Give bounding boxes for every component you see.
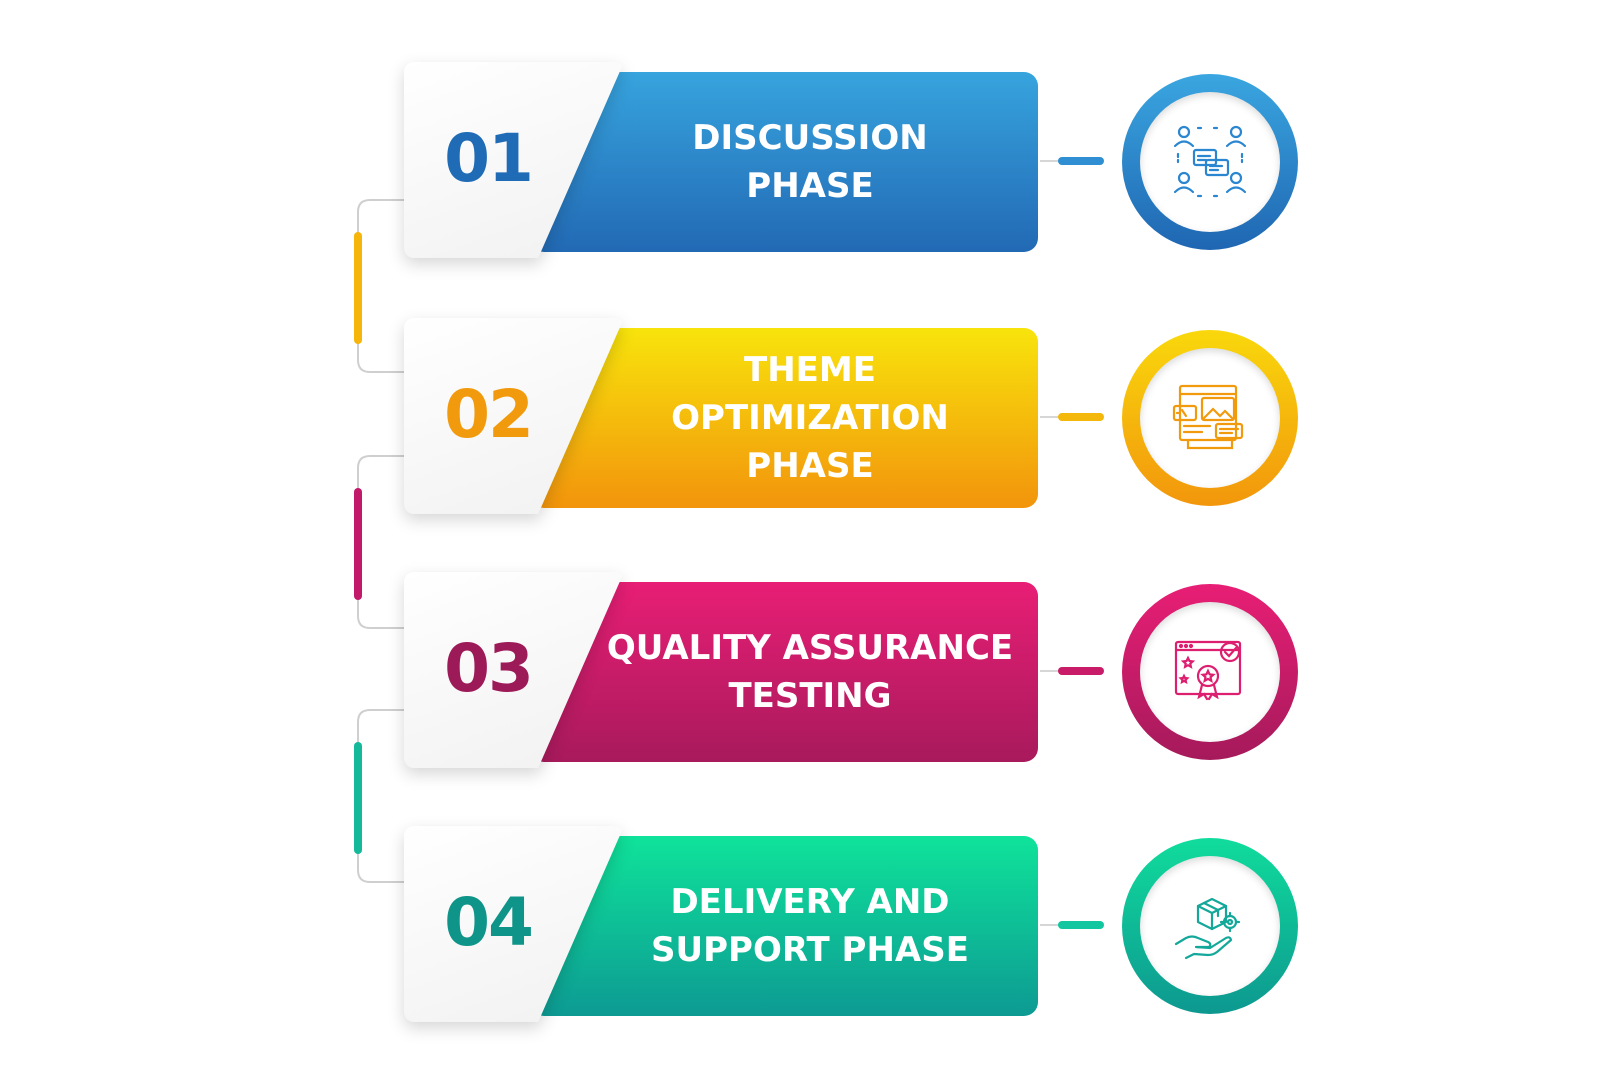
step-4-number-card bbox=[404, 826, 624, 1026]
step-3-link-bar bbox=[1058, 667, 1104, 675]
step-2-banner bbox=[530, 328, 1038, 508]
step-3-icon-ring bbox=[1122, 584, 1298, 760]
step-1-banner bbox=[530, 72, 1038, 252]
step-1-link-bar bbox=[1058, 157, 1104, 165]
step-3-number-card bbox=[404, 572, 624, 772]
step-4-banner bbox=[530, 836, 1038, 1016]
step-2-icon-ring bbox=[1122, 330, 1298, 506]
step-1-icon-ring bbox=[1122, 74, 1298, 250]
step-1: 01 DISCUSSION PHASE bbox=[0, 62, 1600, 262]
step-2-number-card bbox=[404, 318, 624, 518]
step-4-number: 04 bbox=[444, 884, 534, 961]
step-4: 04 DELIVERY AND SUPPORT PHASE bbox=[0, 826, 1600, 1026]
step-1-title: DISCUSSION PHASE bbox=[692, 118, 928, 206]
step-3-title: QUALITY ASSURANCE TESTING bbox=[606, 628, 1014, 716]
step-2: 02 THEME OPTIMIZATION PHASE bbox=[0, 318, 1600, 518]
step-2-title: THEME OPTIMIZATION PHASE bbox=[671, 350, 949, 486]
web-design-layout-icon bbox=[1172, 384, 1244, 450]
step-4-title: DELIVERY AND SUPPORT PHASE bbox=[651, 882, 969, 970]
step-2-number: 02 bbox=[444, 376, 534, 453]
discussion-people-icon bbox=[1173, 125, 1247, 198]
step-1-number-card bbox=[404, 62, 624, 262]
step-3-banner bbox=[530, 582, 1038, 762]
step-3: 03 QUALITY ASSURANCE TESTING bbox=[0, 572, 1600, 772]
step-4-icon-ring bbox=[1122, 838, 1298, 1014]
step-4-link-bar bbox=[1058, 921, 1104, 929]
step-1-number: 01 bbox=[444, 120, 534, 197]
quality-certificate-icon bbox=[1174, 640, 1242, 701]
step-2-link-bar bbox=[1058, 413, 1104, 421]
step-3-number: 03 bbox=[444, 630, 534, 707]
delivery-hand-box-icon bbox=[1174, 897, 1241, 960]
